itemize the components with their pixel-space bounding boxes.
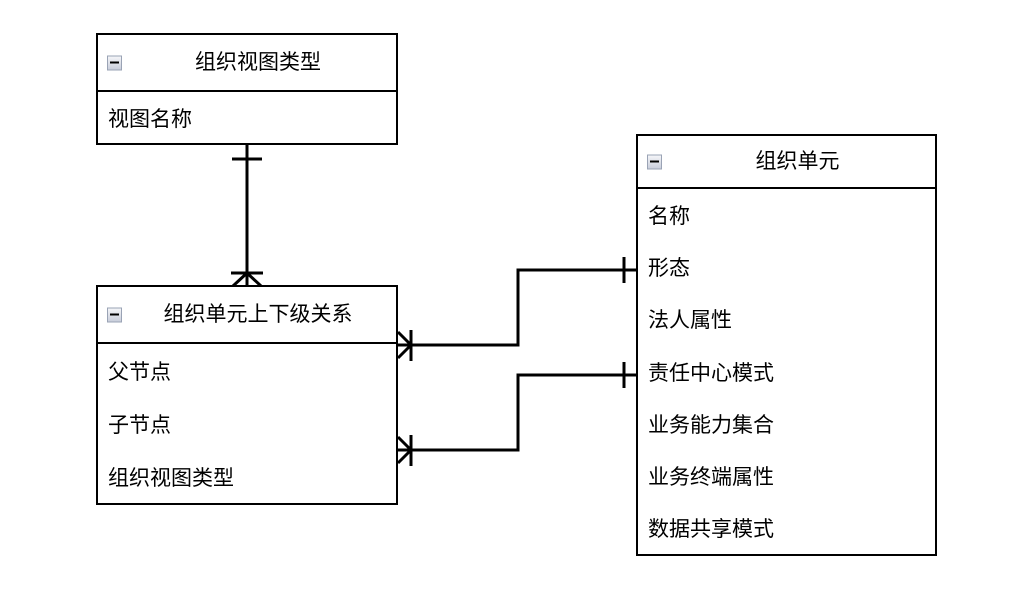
attribute-row[interactable]: 名称 bbox=[648, 204, 690, 228]
entity-title: 组织单元上下级关系 bbox=[163, 302, 353, 326]
connector-hierarchy-to-unit-lower bbox=[396, 362, 636, 466]
entity-header: 组织单元 bbox=[638, 136, 935, 189]
attribute-row[interactable]: 视图名称 bbox=[108, 106, 192, 131]
entity-header: 组织单元上下级关系 bbox=[98, 287, 396, 344]
entity-title: 组织视图类型 bbox=[195, 50, 321, 74]
attribute-row[interactable]: 形态 bbox=[648, 256, 690, 280]
attribute-row[interactable]: 数据共享模式 bbox=[648, 517, 774, 541]
entity-org-unit[interactable]: 组织单元 名称 形态 法人属性 责任中心模式 业务能力集合 业务终端属性 数据共… bbox=[636, 134, 937, 556]
attribute-list: 名称 形态 法人属性 责任中心模式 业务能力集合 业务终端属性 数据共享模式 bbox=[638, 189, 935, 554]
attribute-row[interactable]: 业务能力集合 bbox=[648, 413, 774, 437]
minus-box-icon[interactable] bbox=[107, 307, 122, 322]
attribute-row[interactable]: 父节点 bbox=[108, 359, 171, 384]
entity-org-unit-hierarchy[interactable]: 组织单元上下级关系 父节点 子节点 组织视图类型 bbox=[96, 285, 398, 505]
entity-org-view-type[interactable]: 组织视图类型 视图名称 bbox=[96, 33, 398, 145]
minus-box-icon[interactable] bbox=[647, 154, 662, 169]
connector-hierarchy-to-unit-upper bbox=[396, 257, 636, 361]
entity-title: 组织单元 bbox=[755, 149, 840, 173]
minus-box-icon[interactable] bbox=[107, 55, 122, 70]
attribute-list: 视图名称 bbox=[98, 92, 396, 143]
connector-viewtype-to-hierarchy bbox=[231, 145, 263, 288]
attribute-row[interactable]: 子节点 bbox=[108, 412, 171, 437]
attribute-row[interactable]: 组织视图类型 bbox=[108, 465, 234, 490]
cardinality-many-crowsfoot bbox=[396, 435, 413, 466]
attribute-list: 父节点 子节点 组织视图类型 bbox=[98, 344, 396, 503]
attribute-row[interactable]: 法人属性 bbox=[648, 308, 732, 332]
entity-header: 组织视图类型 bbox=[98, 35, 396, 92]
cardinality-many-crowsfoot bbox=[396, 330, 413, 361]
attribute-row[interactable]: 业务终端属性 bbox=[648, 465, 774, 489]
attribute-row[interactable]: 责任中心模式 bbox=[648, 360, 774, 385]
